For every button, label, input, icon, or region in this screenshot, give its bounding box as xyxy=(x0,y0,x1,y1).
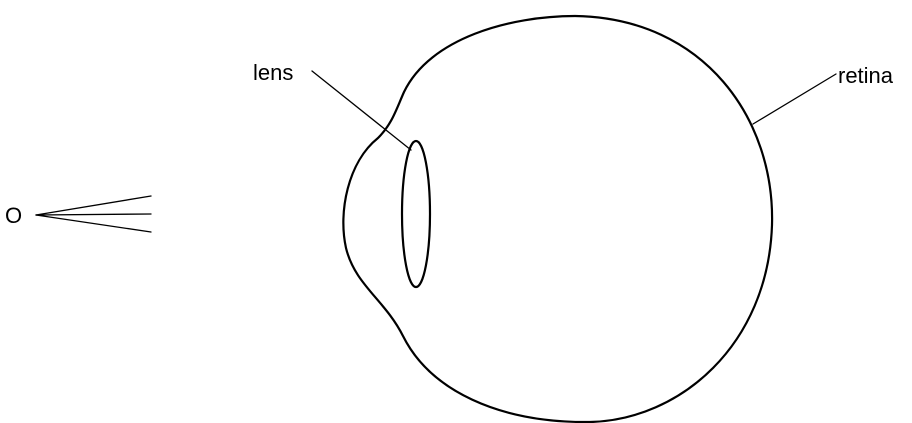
light-ray-lower xyxy=(36,215,151,232)
object-label: O xyxy=(5,203,22,228)
light-rays xyxy=(36,196,151,232)
lens-shape xyxy=(402,141,430,287)
eyeball-outline xyxy=(343,16,772,422)
retina-label: retina xyxy=(838,63,894,88)
light-ray-middle xyxy=(36,214,151,215)
light-ray-upper xyxy=(36,196,151,215)
lens-label: lens xyxy=(253,60,293,85)
retina-leader-line xyxy=(753,74,836,124)
